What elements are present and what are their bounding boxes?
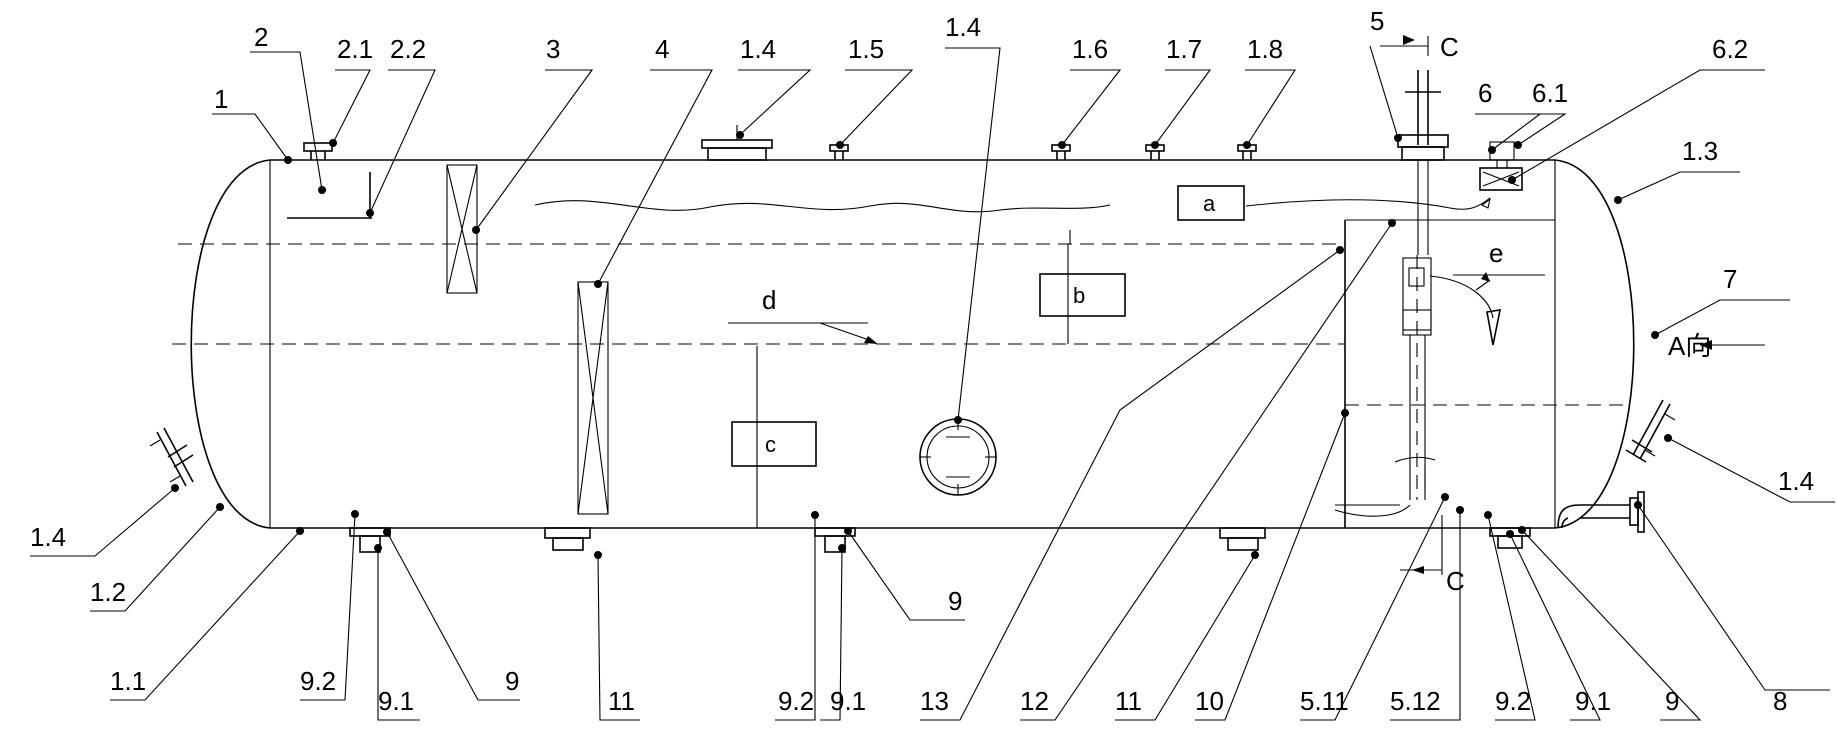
label-c-bottom: C [1446,566,1465,596]
right-head [1554,159,1635,529]
label-10: 10 [1195,686,1224,716]
leader-lines [30,45,1835,721]
label-5-11: 5.11 [1300,686,1349,716]
label-9-c: 9 [1665,686,1679,716]
left-head [190,159,271,529]
callout-labels: 1 2 2.1 2.2 3 4 1.4 1.5 1.4 1.6 1.7 1.8 … [30,6,1814,716]
arrow-label-d: d [762,285,776,315]
coalescer-element-4 [577,281,609,515]
box-c-text: c [765,432,776,457]
label-1-6: 1.6 [1072,34,1108,64]
arrow-label-e: e [1489,238,1503,268]
label-9-a: 9 [505,666,519,696]
label-1-5: 1.5 [848,34,884,64]
label-9-b: 9 [948,586,962,616]
label-2: 2 [254,22,268,52]
label-box-b [1039,273,1126,317]
manhole-1-4 [919,418,997,496]
label-4: 4 [655,34,669,64]
box-b-text: b [1073,283,1085,308]
label-1-4-left: 1.4 [30,522,66,552]
label-1-1: 1.1 [110,666,146,696]
left-head-nozzle [149,427,194,487]
label-1: 1 [214,84,228,114]
label-2-1: 2.1 [337,34,373,64]
label-1-3: 1.3 [1682,136,1718,166]
label-6-2: 6.2 [1712,34,1748,64]
label-box-a [1177,185,1245,221]
label-5: 5 [1370,6,1384,36]
label-9-1-c: 9.1 [1575,686,1611,716]
label-9-2-c: 9.2 [1495,686,1531,716]
box-a-text: a [1203,191,1216,216]
label-11-b: 11 [1115,686,1142,716]
label-box-c [731,421,817,467]
outlet-elbow-8 [1557,491,1645,533]
label-1-4-mid: 1.4 [945,12,981,42]
label-9-1-b: 9.1 [830,686,866,716]
top-nozzles [303,125,1257,161]
label-6-1: 6.1 [1532,78,1568,108]
label-2-2: 2.2 [390,34,426,64]
label-9-1-a: 9.1 [378,686,414,716]
label-5-12: 5.12 [1390,686,1441,716]
label-12: 12 [1020,686,1049,716]
label-1-7: 1.7 [1166,34,1202,64]
label-1-2: 1.2 [90,577,126,607]
label-9-2-a: 9.2 [300,666,336,696]
weir-chamber [1334,219,1555,528]
label-c-top: C [1440,32,1459,62]
valve-6 [1479,141,1523,191]
label-9-2-b: 9.2 [778,686,814,716]
section-cut-C [1380,35,1443,575]
bottom-supports [349,527,1531,553]
label-a-direction: A向 [1668,331,1711,361]
right-head-nozzle [1625,399,1676,463]
label-3: 3 [546,34,560,64]
level-lines [172,243,1630,406]
label-1-8: 1.8 [1247,34,1283,64]
label-8: 8 [1773,686,1787,716]
label-6: 6 [1478,78,1492,108]
label-7: 7 [1723,264,1737,294]
liquid-surface-wave [534,200,1111,213]
pump-column-5 [1394,70,1449,500]
label-13: 13 [920,686,949,716]
label-11-a: 11 [608,686,635,716]
label-1-4-top: 1.4 [740,34,776,64]
label-1-4-right: 1.4 [1778,466,1814,496]
